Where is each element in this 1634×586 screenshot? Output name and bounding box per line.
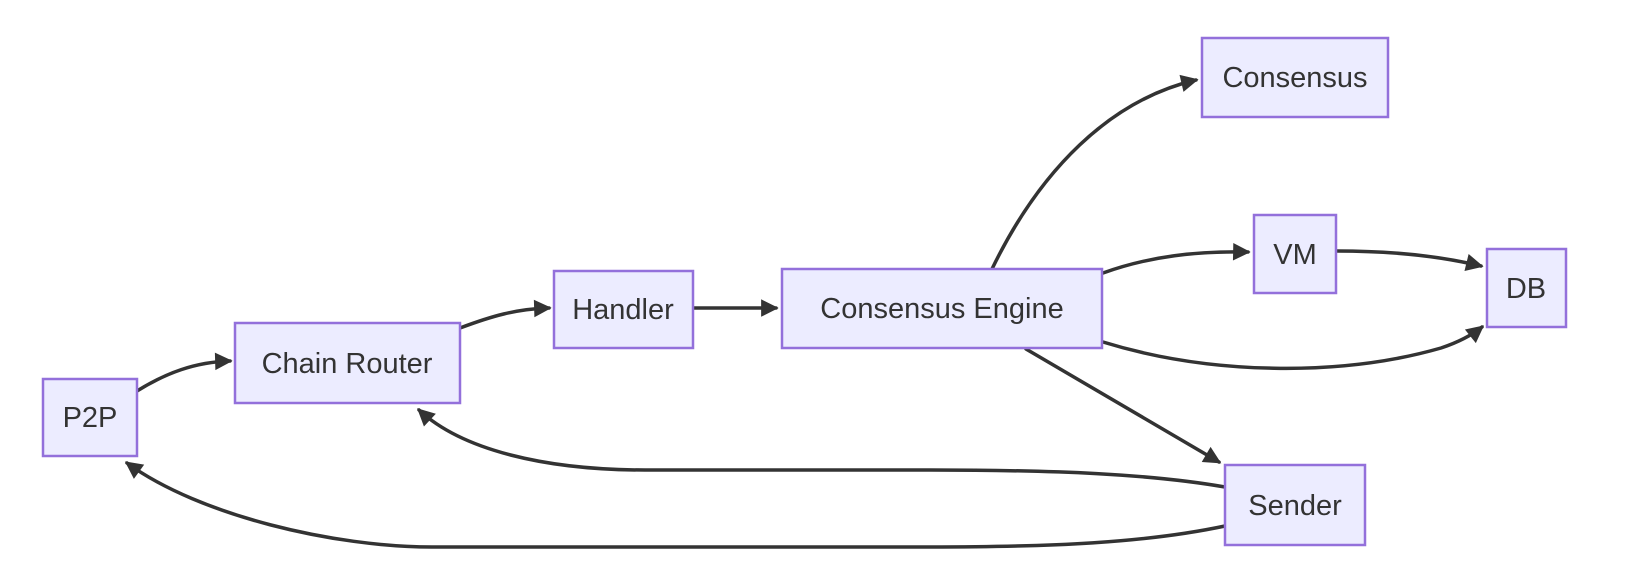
edge-layer <box>124 74 1485 549</box>
node-handler: Handler <box>552 269 695 350</box>
node-p2p-rect <box>41 377 139 458</box>
node-chain-router: Chain Router <box>233 321 462 405</box>
node-sender-rect <box>1223 463 1367 547</box>
node-sender-label: Sender <box>1248 490 1342 522</box>
node-layer: P2P Chain Router Handler Consensus Engin… <box>41 36 1568 547</box>
edge-consensus-engine-to-sender <box>1024 347 1222 464</box>
node-chain-router-label: Chain Router <box>262 348 433 380</box>
edge-consensus-engine-to-db <box>1101 325 1485 371</box>
node-db-rect <box>1485 247 1568 329</box>
node-consensus-engine-rect <box>780 267 1104 350</box>
edge-vm-to-db <box>1335 249 1484 271</box>
node-p2p-label: P2P <box>63 402 118 434</box>
node-chain-router-rect <box>233 321 462 405</box>
node-p2p: P2P <box>41 377 139 458</box>
node-consensus-engine-label: Consensus Engine <box>820 293 1063 325</box>
node-handler-rect <box>552 269 695 350</box>
node-consensus-label: Consensus <box>1222 62 1367 94</box>
node-db: DB <box>1485 247 1568 329</box>
node-vm-label: VM <box>1273 239 1317 271</box>
edge-chain-router-to-handler <box>458 299 552 330</box>
node-vm: VM <box>1252 213 1338 295</box>
edge-consensus-engine-to-consensus <box>990 74 1199 271</box>
node-vm-rect <box>1252 213 1338 295</box>
edge-sender-to-p2p <box>124 461 1227 549</box>
edge-p2p-to-chain-router <box>135 352 233 393</box>
node-consensus-engine: Consensus Engine <box>780 267 1104 350</box>
node-handler-label: Handler <box>572 294 674 326</box>
node-consensus: Consensus <box>1200 36 1390 119</box>
node-consensus-rect <box>1200 36 1390 119</box>
node-db-label: DB <box>1506 273 1546 305</box>
edge-consensus-engine-to-vm <box>1101 242 1251 275</box>
node-sender: Sender <box>1223 463 1367 547</box>
edge-sender-to-chain-router <box>417 408 1227 489</box>
